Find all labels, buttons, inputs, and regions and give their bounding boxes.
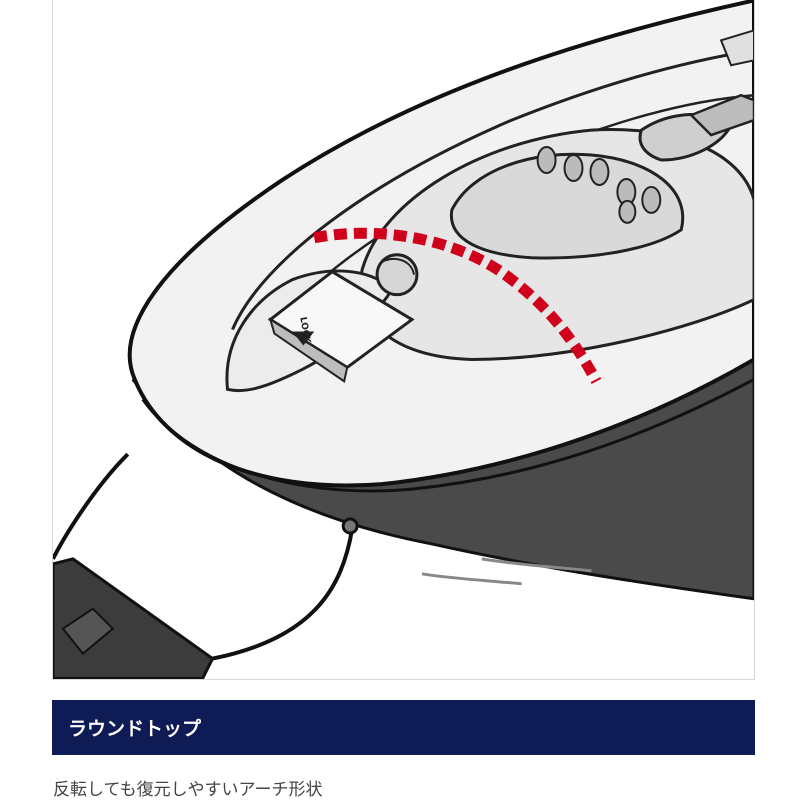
section-title: ラウンドトップ bbox=[68, 718, 202, 740]
feature-caption: 反転しても復元しやすいアーチ形状 bbox=[53, 780, 323, 800]
product-illustration: LOCK bbox=[52, 0, 755, 680]
reel-round-top-illustration: LOCK bbox=[53, 0, 754, 679]
round-top-highlight bbox=[313, 227, 602, 384]
lock-button bbox=[267, 269, 415, 384]
section-header: ラウンドトップ bbox=[52, 700, 755, 755]
